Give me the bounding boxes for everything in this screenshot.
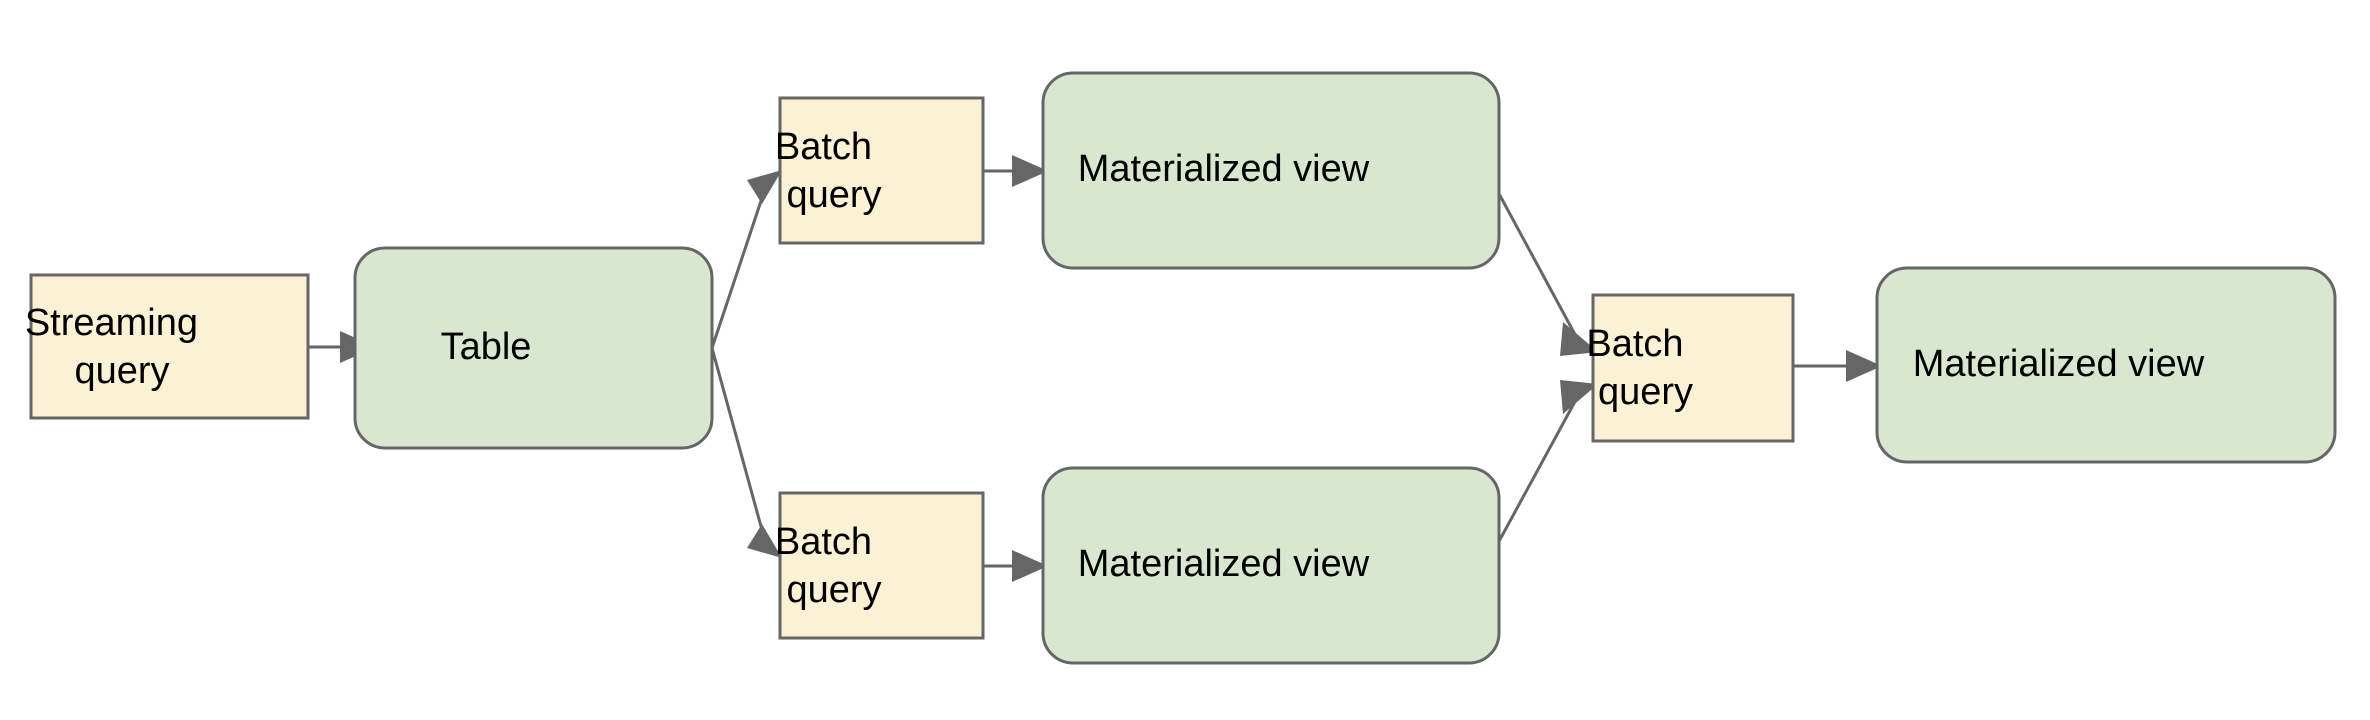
edge-table-to-batch-bottom (710, 347, 782, 558)
node-streaming-query-label: Streaming query (25, 302, 314, 392)
node-materialized-view-bottom-shape[interactable] (1041, 466, 1501, 665)
node-table[interactable]: Table (353, 246, 714, 450)
node-batch-query-top[interactable]: Batch query (775, 96, 988, 245)
node-materialized-view-final-label: Materialized view (1913, 343, 2299, 385)
node-table-label: Table (441, 326, 627, 368)
edge-mv-top-to-batch-right (1495, 189, 1598, 356)
node-materialized-view-bottom[interactable]: Materialized view (1041, 466, 1501, 665)
node-materialized-view-final-shape[interactable] (1875, 266, 2337, 464)
edge-mv-bottom-to-batch-right (1495, 380, 1598, 546)
edge-batch-right-to-mv-final (1793, 350, 1882, 382)
node-batch-query-right[interactable]: Batch query (1586, 293, 1799, 443)
node-streaming-query-shape[interactable] (29, 273, 310, 420)
node-table-shape[interactable] (353, 246, 714, 450)
node-streaming-query[interactable]: Streaming query (25, 273, 314, 420)
node-batch-query-bottom-label: Batch query (775, 521, 988, 611)
edge-table-to-batch-top (710, 170, 782, 349)
edge-batch-top-to-mv-top (983, 155, 1048, 187)
node-batch-query-right-shape[interactable] (1591, 293, 1795, 443)
nodes-layer: Streaming query Table Batch query (25, 71, 2337, 665)
node-batch-query-bottom[interactable]: Batch query (775, 491, 988, 640)
edges-layer (308, 155, 1882, 582)
node-materialized-view-bottom-label: Materialized view (1078, 543, 1464, 585)
edge-batch-bottom-to-mv-bottom (983, 550, 1048, 582)
node-materialized-view-top-shape[interactable] (1041, 71, 1501, 270)
node-batch-query-bottom-shape[interactable] (778, 491, 985, 640)
node-batch-query-top-shape[interactable] (778, 96, 985, 245)
node-materialized-view-top-label: Materialized view (1078, 148, 1464, 190)
node-materialized-view-final[interactable]: Materialized view (1875, 266, 2337, 464)
node-materialized-view-top[interactable]: Materialized view (1041, 71, 1501, 270)
node-batch-query-top-label: Batch query (775, 126, 988, 216)
node-batch-query-right-label: Batch query (1586, 323, 1799, 413)
